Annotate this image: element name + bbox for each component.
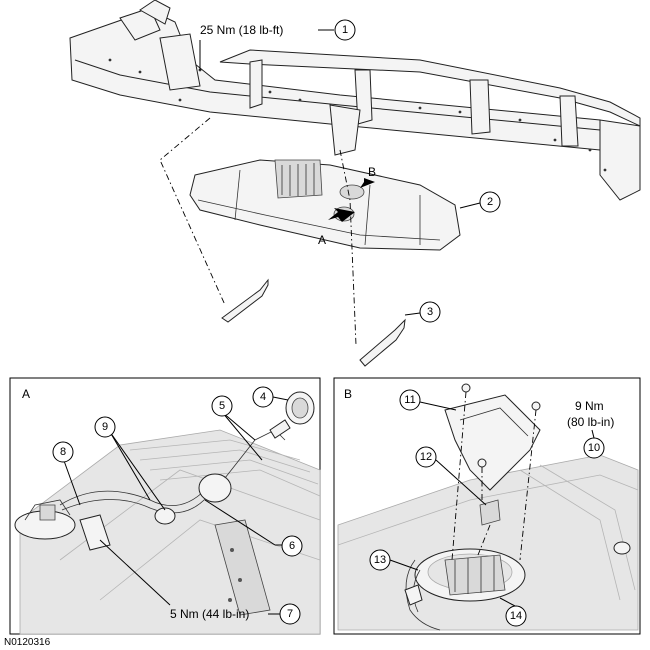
vehicle-frame — [69, 0, 641, 201]
callout-9: 9 — [102, 421, 108, 433]
figure-id: N0120316 — [4, 637, 51, 648]
detail-view-a — [9, 377, 321, 635]
callout-8: 8 — [60, 446, 66, 458]
callout-5: 5 — [219, 400, 225, 412]
view-label-b: B — [368, 165, 376, 179]
callout-1: 1 — [342, 24, 348, 36]
callout-circle-6 — [281, 535, 303, 557]
callout-circle-4 — [252, 386, 274, 408]
callout-circle-13 — [369, 549, 391, 571]
callout-circle-5 — [211, 395, 233, 417]
callout-13: 13 — [374, 554, 386, 566]
torque-spec-10-line1: 9 Nm — [575, 399, 604, 413]
callout-circle-3 — [419, 301, 441, 323]
detail-b-title: B — [344, 387, 352, 401]
callout-10: 10 — [588, 442, 600, 454]
callout-circle-9 — [94, 416, 116, 438]
view-label-a: A — [318, 233, 326, 247]
callout-circle-10 — [583, 437, 605, 459]
callout-circle-2 — [479, 191, 501, 213]
callout-4: 4 — [260, 391, 266, 403]
callout-6: 6 — [289, 540, 295, 552]
detail-a-title: A — [22, 387, 30, 401]
callout-2: 2 — [487, 196, 493, 208]
torque-spec-1: 25 Nm (18 lb-ft) — [200, 23, 283, 37]
torque-spec-10-line2: (80 lb-in) — [567, 415, 614, 429]
callout-12: 12 — [420, 451, 432, 463]
torque-spec-7: 5 Nm (44 lb-in) — [170, 607, 249, 621]
callout-circle-14 — [505, 605, 527, 627]
fuel-tank-straps — [159, 117, 406, 367]
callout-circle-7 — [279, 603, 301, 625]
fuel-tank — [189, 159, 461, 251]
callout-3: 3 — [427, 306, 433, 318]
callout-circle-8 — [52, 441, 74, 463]
callout-11: 11 — [404, 394, 415, 406]
callout-7: 7 — [287, 608, 293, 620]
callout-circle-12 — [415, 446, 437, 468]
detail-view-b — [333, 377, 641, 635]
callout-circle-1 — [334, 19, 356, 41]
callout-14: 14 — [510, 610, 522, 622]
callout-circle-11 — [399, 389, 421, 411]
